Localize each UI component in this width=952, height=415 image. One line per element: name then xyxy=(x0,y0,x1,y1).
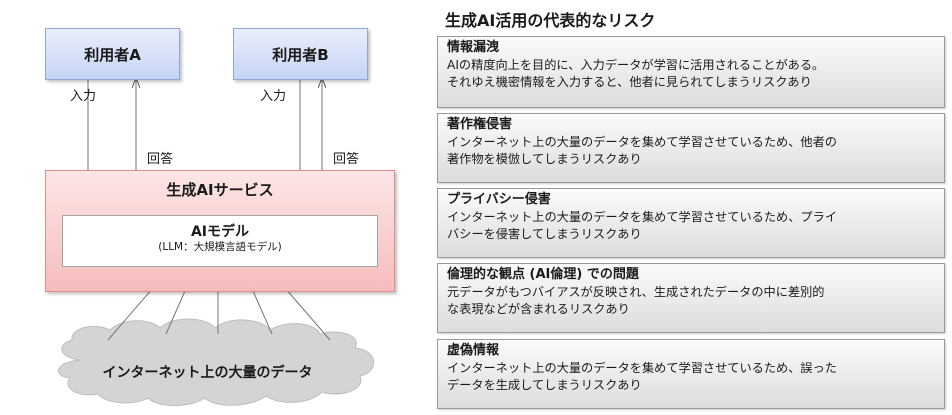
risk-title: 著作権侵害 xyxy=(447,117,513,132)
risk-desc-line: バシーを侵害してしまうリスクあり xyxy=(447,227,642,241)
cloud-label: インターネット上の大量のデータ xyxy=(102,365,313,381)
risk-item-privacy: プライバシー侵害 インターネット上の大量のデータを集めて学習させているため、プラ… xyxy=(437,188,945,258)
input-label-a: 入力 xyxy=(70,89,97,104)
diagram: 利用者A 利用者B 入力 入力 回答 回答 生成AIサービス AIモデル (LL… xyxy=(0,0,430,415)
model-subtitle: (LLM：大規模言語モデル) xyxy=(158,241,282,253)
user-b-box: 利用者B xyxy=(233,28,368,80)
risk-heading: 生成AI活用の代表的なリスク xyxy=(445,11,656,30)
risk-desc-line: インターネット上の大量のデータを集めて学習させているため、プライ xyxy=(447,210,837,224)
risk-desc-line: 著作物を模倣してしまうリスクあり xyxy=(447,152,642,166)
risk-desc-line: データを生成してしまうリスクあり xyxy=(447,378,642,392)
answer-label-a: 回答 xyxy=(147,152,174,167)
diagram-connectors xyxy=(58,78,375,406)
service-title: 生成AIサービス xyxy=(166,181,274,199)
risk-desc-line: な表現などが含まれるリスクあり xyxy=(447,302,630,316)
model-title: AIモデル xyxy=(190,224,250,240)
risk-item-information-leak: 情報漏洩 AIの精度向上を目的に、入力データが学習に活用されることがある。 それ… xyxy=(437,36,945,108)
risk-title: 情報漏洩 xyxy=(447,40,500,55)
risk-desc-line: インターネット上の大量のデータを集めて学習させているため、誤った xyxy=(447,361,837,375)
risk-desc-line: AIの精度向上を目的に、入力データが学習に活用されることがある。 xyxy=(447,58,825,72)
risk-desc-line: 元データがもつバイアスが反映され、生成されたデータの中に差別的 xyxy=(447,285,825,299)
cloud-shape xyxy=(58,318,375,406)
risk-title: プライバシー侵害 xyxy=(447,192,551,207)
user-a-label: 利用者A xyxy=(84,45,141,64)
user-b-label: 利用者B xyxy=(272,45,329,64)
ai-model-box: AIモデル (LLM：大規模言語モデル) xyxy=(62,215,378,267)
user-a-box: 利用者A xyxy=(45,28,180,80)
risk-title: 倫理的な観点 (AI倫理) での問題 xyxy=(447,267,639,282)
risk-title: 虚偽情報 xyxy=(447,343,500,358)
answer-label-b: 回答 xyxy=(333,152,360,167)
risk-item-copyright: 著作権侵害 インターネット上の大量のデータを集めて学習させているため、他者の 著… xyxy=(437,113,945,183)
risk-desc-line: インターネット上の大量のデータを集めて学習させているため、他者の xyxy=(447,135,837,149)
risk-item-ethics: 倫理的な観点 (AI倫理) での問題 元データがもつバイアスが反映され、生成され… xyxy=(437,263,945,333)
risk-item-false-information: 虚偽情報 インターネット上の大量のデータを集めて学習させているため、誤った デー… xyxy=(437,339,945,409)
risk-desc-line: それゆえ機密情報を入力すると、他者に見られてしまうリスクあり xyxy=(447,75,812,89)
input-label-b: 入力 xyxy=(260,89,287,104)
